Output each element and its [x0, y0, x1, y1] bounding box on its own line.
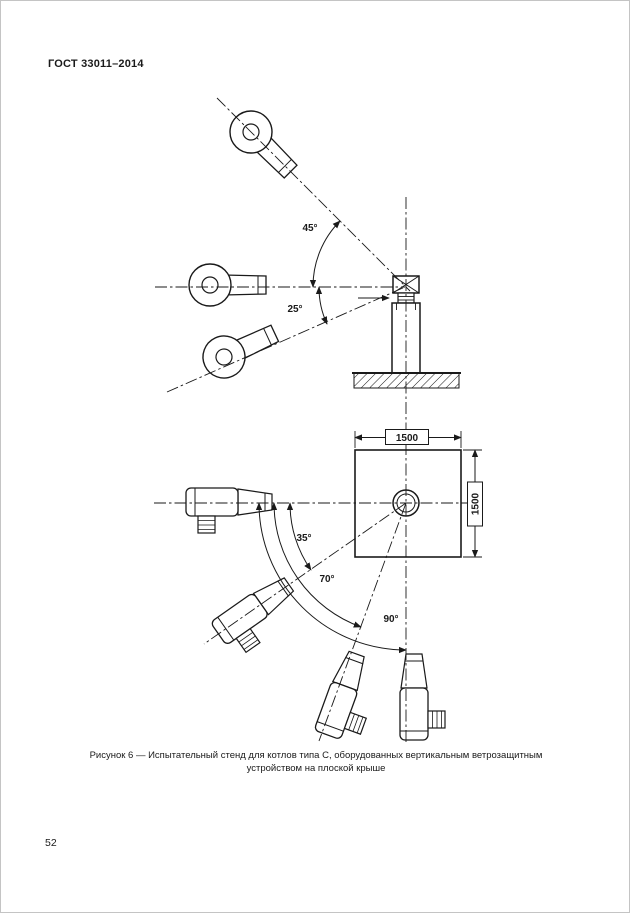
- dimension-width: 1500: [354, 429, 462, 448]
- blower-plan-35deg: [209, 572, 308, 660]
- dimension-width-value: 1500: [396, 433, 419, 444]
- dimension-height-value: 1500: [471, 492, 482, 515]
- blower-elevation-25deg: [195, 313, 285, 386]
- page-number: 52: [45, 837, 57, 849]
- blower-elevation-horizontal: [188, 263, 267, 307]
- angle-label-90: 90°: [383, 614, 398, 625]
- figure-caption-line2: устройством на плоской крыше: [246, 763, 386, 774]
- centrelines: [154, 97, 472, 742]
- document-header: ГОСТ 33011–2014: [48, 58, 144, 70]
- blower-plan-90deg: [399, 653, 446, 741]
- blower-plan-70deg: [313, 648, 387, 747]
- figure-caption-line1: Рисунок 6 — Испытательный стенд для котл…: [89, 750, 543, 761]
- angle-label-70: 70°: [319, 574, 334, 585]
- angle-arcs: [255, 220, 407, 654]
- flat-roof-section: [352, 372, 461, 389]
- figure-caption: Рисунок 6 — Испытательный стенд для котл…: [1, 749, 629, 775]
- angle-label-35: 35°: [296, 533, 311, 544]
- dimension-height: 1500: [463, 449, 483, 558]
- angle-label-25: 25°: [287, 304, 302, 315]
- angle-label-45: 45°: [302, 223, 317, 234]
